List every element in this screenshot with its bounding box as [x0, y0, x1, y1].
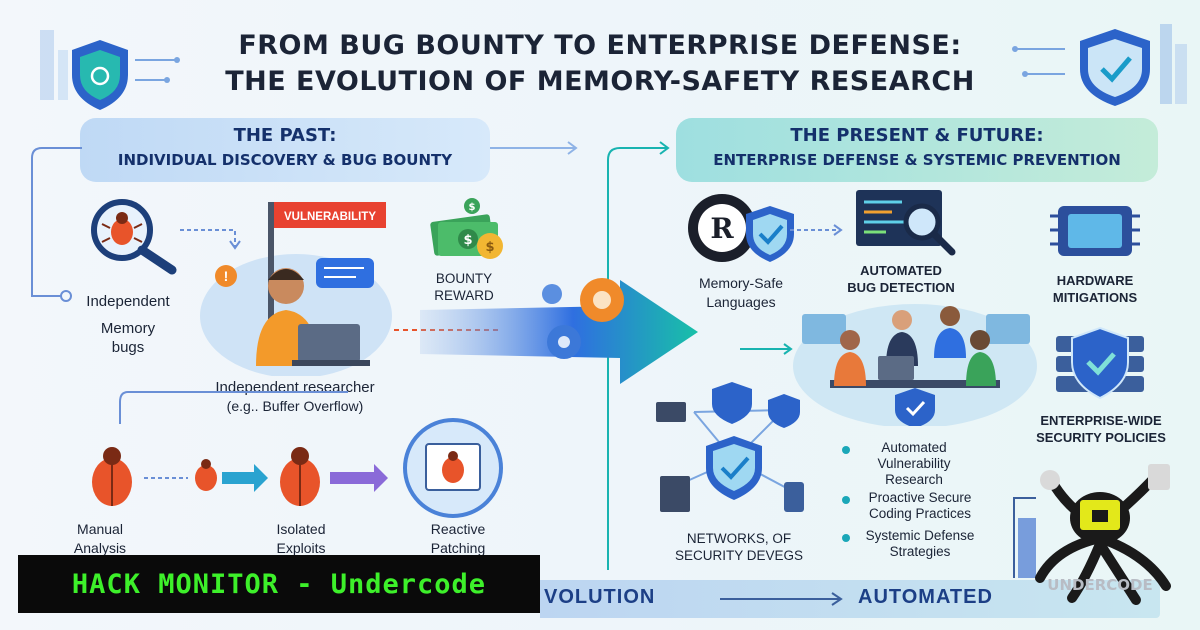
bullet-2-line-1: Proactive Secure	[868, 490, 972, 505]
step-1-line-1: Manual	[77, 521, 123, 537]
detection-line-2: BUG DETECTION	[847, 280, 955, 295]
dashed-arrow-1	[180, 229, 241, 250]
networks-label: NETWORKS, OF SECURITY DEVEGS	[654, 530, 824, 564]
money-icon: $ $ $	[430, 198, 503, 259]
bullet-dot	[842, 446, 850, 454]
patching-icon	[403, 418, 503, 518]
bullet-1-line-1: Automated	[881, 440, 947, 455]
step-isolated-exploits: Isolated Exploits	[256, 520, 346, 558]
alert-icon	[215, 265, 237, 287]
past-left-connector	[31, 147, 82, 302]
memory-bugs-label: Independent Memory bugs	[58, 292, 198, 357]
bottom-arrow	[720, 592, 843, 606]
laptop-icon	[298, 324, 360, 362]
researcher-line-2: (e.g.. Buffer Overflow)	[226, 398, 364, 414]
security-team-illustration	[793, 304, 1037, 426]
dashed-arrow-2	[790, 224, 843, 236]
future-left-connector	[607, 141, 670, 570]
bottom-word-right: AUTOMATED	[858, 586, 993, 608]
bullet-dot	[842, 496, 850, 504]
languages-line-2: Languages	[706, 294, 776, 310]
team-arrow	[740, 343, 793, 355]
rust-logo-shield-icon: R	[688, 194, 794, 262]
magnifier-bug-icon	[91, 199, 177, 275]
flag-label: VULNERABILITY	[284, 211, 376, 223]
hardware-line-1: HARDWARE	[1056, 273, 1134, 288]
small-bug-icon	[195, 459, 217, 491]
undercode-logo-text: UNDERCODE	[1047, 576, 1152, 594]
gear-icon	[580, 278, 624, 322]
network-shields-illustration	[656, 382, 804, 512]
policies-line-1: ENTERPRISE-WIDE	[1040, 413, 1162, 428]
hack-monitor-banner: HACK MONITOR - Undercode	[18, 555, 540, 613]
chip-icon	[1050, 206, 1140, 256]
future-subheading: ENTERPRISE DEFENSE & SYSTEMIC PREVENTION	[713, 151, 1121, 169]
svg-text:$: $	[485, 240, 494, 255]
step-3-line-1: Reactive	[430, 521, 486, 537]
bullet-2-line-2: Coding Practices	[868, 506, 972, 521]
enterprise-policies-label: ENTERPRISE-WIDE SECURITY POLICIES	[1028, 412, 1174, 446]
step-2-line-2: Exploits	[276, 540, 326, 556]
memory-label-line-2: Memory	[100, 320, 156, 337]
chat-bubble-icon	[316, 258, 374, 288]
banner-text: HACK MONITOR - Undercode	[71, 568, 487, 600]
languages-line-1: Memory-Safe	[698, 275, 784, 291]
bullet-1-line-3: Research	[885, 472, 943, 487]
bullet-automated-research: Automated Vulnerability Research	[852, 440, 976, 488]
past-header: THE PAST: INDIVIDUAL DISCOVERY & BUG BOU…	[80, 118, 490, 182]
step-1-line-2: Analysis	[73, 540, 127, 556]
exploit-bug-icon	[280, 447, 320, 506]
evolution-bar	[540, 580, 1160, 618]
svg-text:$: $	[463, 233, 472, 248]
hardware-line-2: MITIGATIONS	[1052, 290, 1138, 305]
top-right-decoration	[1012, 24, 1187, 106]
bullet-proactive-coding: Proactive Secure Coding Practices	[852, 490, 988, 522]
bullet-1-line-2: Vulnerability	[877, 456, 951, 471]
bug-icon	[92, 447, 132, 506]
svg-text:$: $	[469, 202, 476, 213]
bottom-word-left: VOLUTION	[544, 586, 656, 608]
steps-connector	[119, 391, 348, 424]
gear-icon-small	[547, 325, 581, 359]
step-3-line-2: Patching	[430, 540, 486, 556]
top-left-decoration	[40, 30, 180, 110]
past-header-arrow	[490, 141, 578, 155]
detection-line-1: AUTOMATED	[860, 263, 942, 278]
bullet-3-line-1: Systemic Defense	[865, 528, 975, 543]
svg-text:!: !	[224, 268, 229, 284]
vulnerability-flag	[274, 202, 386, 228]
bounty-reward-label: BOUNTY REWARD	[408, 270, 520, 304]
bullet-systemic-defense: Systemic Defense Strategies	[852, 528, 988, 560]
bullet-dot	[842, 534, 850, 542]
future-heading: THE PRESENT & FUTURE:	[790, 125, 1044, 146]
automated-bug-detection-label: AUTOMATED BUG DETECTION	[836, 262, 966, 296]
researcher-illustration: VULNERABILITY !	[200, 202, 392, 376]
reward-line-2: REWARD	[434, 288, 494, 303]
bullet-3-line-2: Strategies	[889, 544, 951, 559]
steps-icons	[92, 447, 388, 506]
past-heading: THE PAST:	[233, 125, 337, 146]
step-manual-analysis: Manual Analysis	[60, 520, 140, 558]
memory-safe-languages-label: Memory-Safe Languages	[676, 274, 806, 312]
hardware-mitigations-label: HARDWARE MITIGATIONS	[1030, 272, 1160, 306]
networks-line-2: SECURITY DEVEGS	[674, 548, 804, 563]
reward-line-1: BOUNTY	[435, 271, 493, 286]
memory-label-line-1: Independent	[86, 293, 170, 310]
future-header: THE PRESENT & FUTURE: ENTERPRISE DEFENSE…	[676, 118, 1158, 182]
evolution-arrow	[394, 278, 698, 384]
past-subheading: INDIVIDUAL DISCOVERY & BUG BOUNTY	[117, 151, 453, 169]
svg-text:R: R	[710, 212, 734, 245]
step-2-line-1: Isolated	[276, 521, 326, 537]
title-line-1: FROM BUG BOUNTY TO ENTERPRISE DEFENSE:	[238, 30, 962, 61]
undercode-logo: UNDERCODE	[1013, 464, 1171, 605]
title-line-2: THE EVOLUTION OF MEMORY-SAFETY RESEARCH	[225, 66, 975, 97]
server-shield-icon	[1056, 326, 1144, 400]
step-reactive-patching: Reactive Patching	[410, 520, 506, 558]
code-monitor-magnifier-icon	[856, 190, 956, 256]
networks-line-1: NETWORKS, OF	[686, 531, 792, 546]
policies-line-2: SECURITY POLICIES	[1036, 430, 1166, 445]
page-title: FROM BUG BOUNTY TO ENTERPRISE DEFENSE: T…	[170, 28, 1030, 100]
memory-label-line-3: bugs	[111, 339, 145, 356]
